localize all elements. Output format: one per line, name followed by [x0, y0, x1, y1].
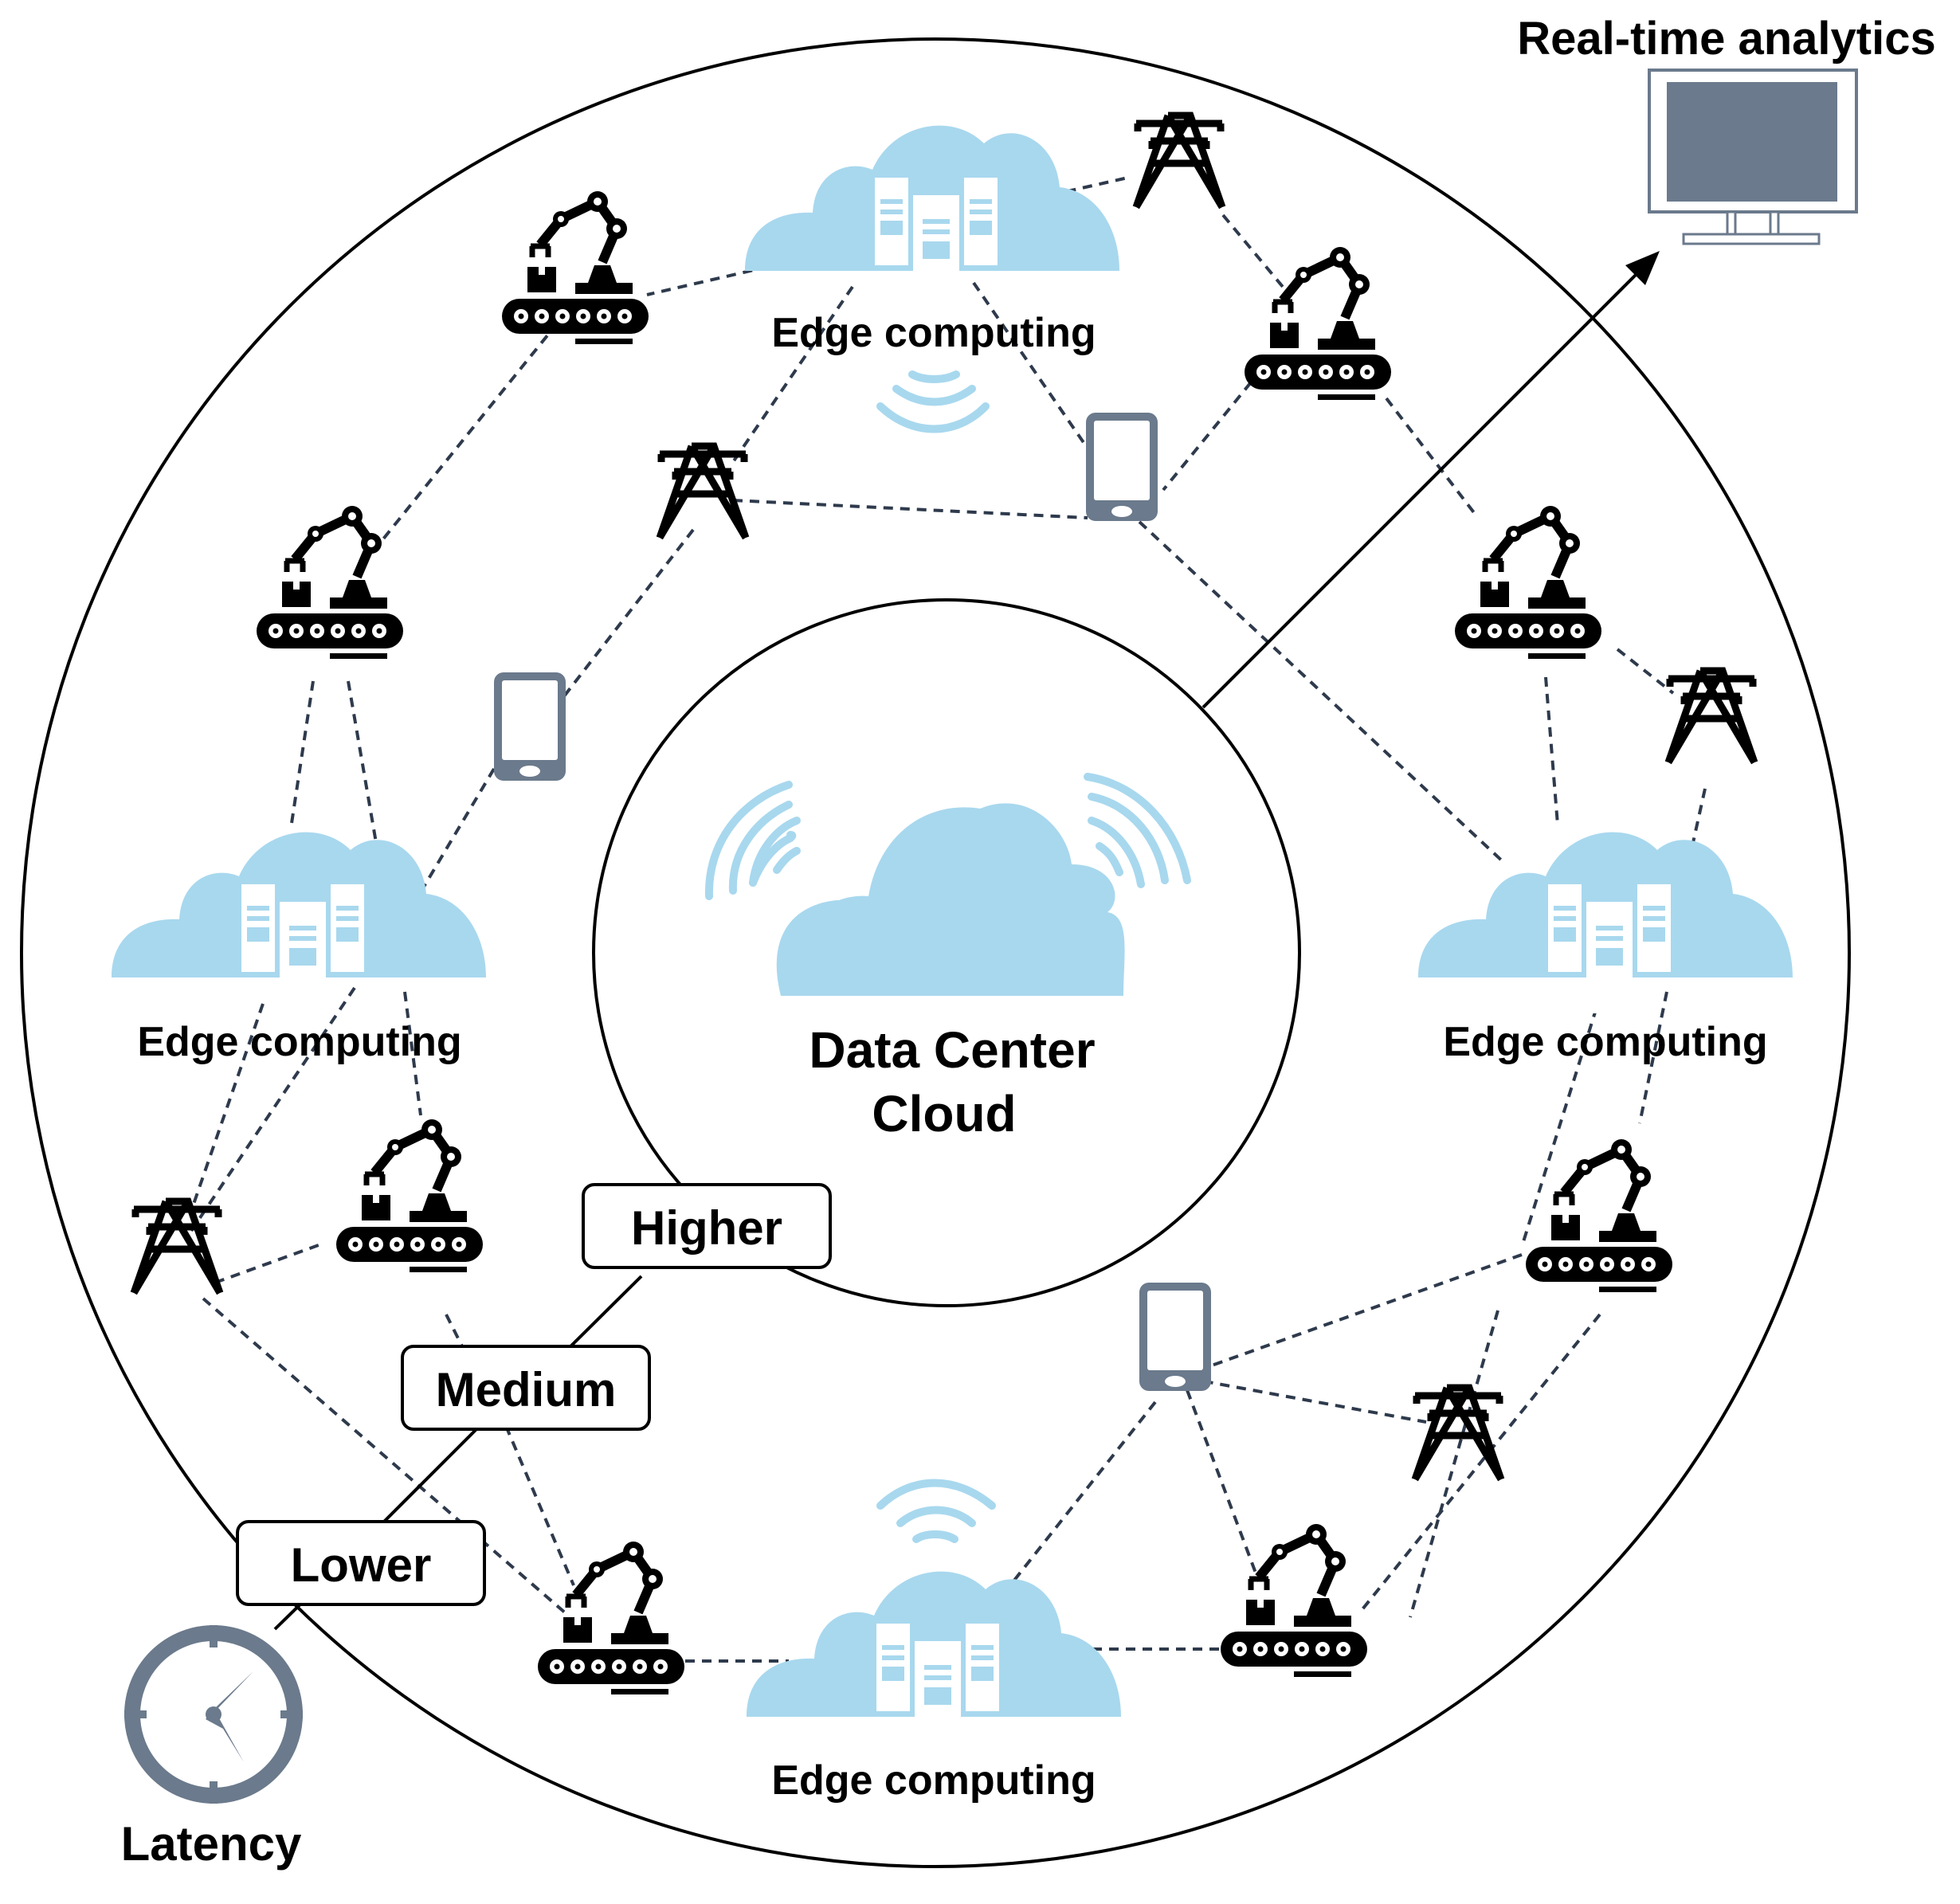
edge-label: Edge computing [137, 1019, 461, 1065]
robot-arm-conveyor-icon [1455, 506, 1601, 659]
wifi-signal-icon [704, 773, 1191, 900]
latency-scale: Higher Medium Lower [236, 1183, 832, 1631]
robot-arm-conveyor-icon [1526, 1139, 1672, 1292]
inner-ring [592, 598, 1301, 1307]
robot-arm-conveyor-icon [336, 1119, 483, 1272]
mobile-device-icon [1086, 413, 1158, 521]
latency-level-lower: Lower [291, 1538, 432, 1592]
monitor-icon [1648, 69, 1858, 245]
network-links [190, 175, 1707, 1663]
robot-arm-conveyor-icon [257, 506, 403, 659]
edge-label: Edge computing [1443, 1019, 1767, 1065]
latency-level-medium-box [401, 1345, 651, 1431]
latency-level-higher-box [582, 1183, 832, 1269]
latency-level-medium: Medium [436, 1363, 617, 1416]
analytics-arrow [1201, 251, 1660, 709]
cloud-server-icon [1418, 832, 1793, 1013]
transmission-tower-icon [1668, 671, 1754, 762]
robot-arm-conveyor-icon [502, 191, 649, 344]
cloud-server-icon [112, 832, 486, 1013]
wifi-signal-icon [876, 1479, 996, 1543]
robot-arm-conveyor-icon [1221, 1524, 1367, 1677]
edge-label: Edge computing [771, 1757, 1096, 1804]
center-title-line2: Cloud [872, 1085, 1016, 1142]
transmission-tower-icon [660, 446, 746, 538]
data-center-cloud: Data Center Cloud [704, 773, 1191, 1142]
mobile-device-icon [1139, 1283, 1211, 1391]
transmission-tower-icon [134, 1201, 220, 1293]
cloud-server-icon [745, 125, 1119, 307]
robot-arm-conveyor-icon [538, 1542, 684, 1694]
latency-level-higher: Higher [631, 1201, 782, 1255]
transmission-tower-icon [1136, 116, 1222, 207]
transmission-tower-icon [1415, 1388, 1501, 1479]
edge-label: Edge computing [771, 310, 1096, 356]
analytics-label: Real-time analytics [1517, 13, 1935, 65]
robot-arm-conveyor-icon [1245, 247, 1391, 400]
edge-node-right: Edge computing [1418, 832, 1793, 1065]
wifi-signal-icon [876, 370, 990, 433]
cloud-icon [781, 803, 1125, 996]
edge-node-left: Edge computing [112, 832, 486, 1065]
mobile-device-icon [494, 672, 566, 781]
center-title-line1: Data Center [809, 1021, 1095, 1079]
latency-label: Latency [121, 1817, 302, 1871]
clock-icon [124, 1625, 303, 1804]
edge-node-bottom: Edge computing [747, 1479, 1121, 1804]
cloud-server-icon [747, 1571, 1121, 1753]
edge-node-top: Edge computing [745, 125, 1119, 433]
outer-ring [20, 37, 1851, 1868]
latency-level-lower-box [236, 1520, 486, 1606]
